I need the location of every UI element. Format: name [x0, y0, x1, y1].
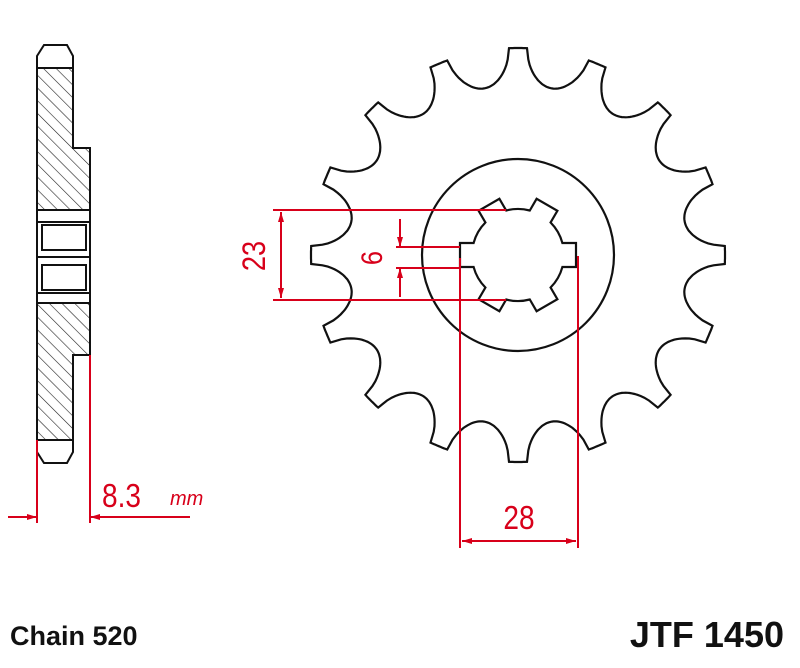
spline-slot-upper [41, 224, 87, 251]
slot-dimension-label: 6 [355, 251, 388, 265]
hatched-plate-lower [36, 302, 91, 441]
bore-dimension-label: 23 [237, 241, 273, 271]
spline-span-label: 28 [503, 500, 534, 537]
sprocket-outline [309, 46, 727, 464]
spline-bore [458, 197, 578, 313]
side-profile [36, 44, 91, 464]
offset-unit-label: mm [170, 488, 203, 510]
bottom-tooth-tip [36, 440, 74, 464]
part-number: JTF 1450 [630, 614, 784, 655]
spline-span-dimension [459, 256, 579, 548]
chain-label: Chain 520 [10, 621, 138, 651]
spline-slot-lower [41, 264, 87, 291]
offset-value-label: 8.3 [102, 478, 141, 515]
hub-circle [420, 157, 616, 353]
bore-dimension [273, 209, 506, 301]
offset-dimension [8, 355, 190, 523]
hatched-plate-upper [36, 67, 91, 211]
slot-dimension [396, 219, 460, 297]
top-tooth-tip [36, 44, 74, 68]
